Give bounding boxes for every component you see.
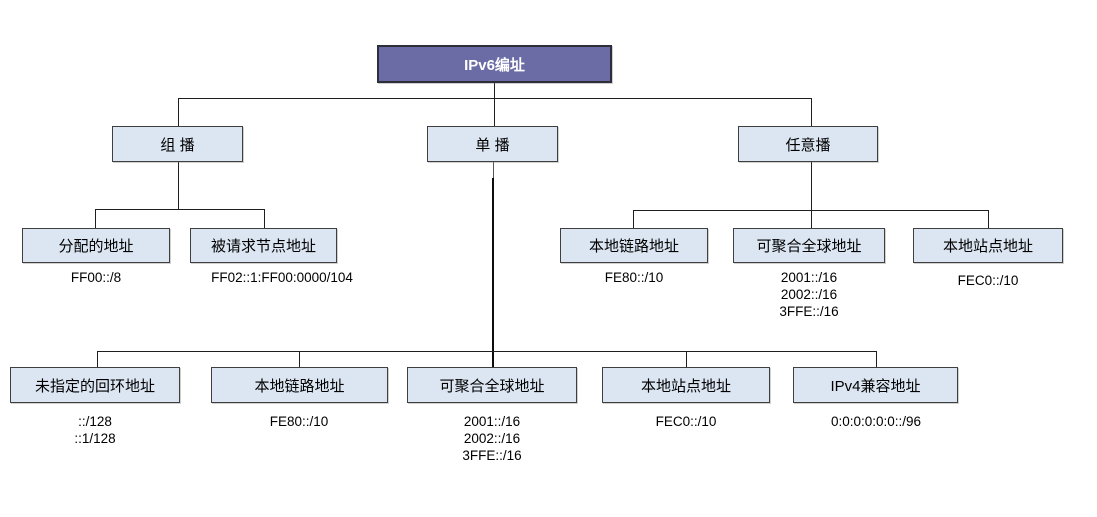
connector-assigned-drop — [95, 209, 96, 228]
connector-anycast-sitelocal-drop — [988, 210, 989, 228]
connector-ipv4compat-drop — [876, 351, 877, 367]
address-unspecified-loopback: ::/128 ::1/128 — [74, 414, 116, 446]
connector-anycast-top — [811, 98, 812, 126]
connector-anycast-global-drop — [811, 210, 812, 228]
connector-anycast-linklocal-drop — [633, 210, 634, 228]
address-anycast-site-local: FEC0::/10 — [957, 273, 1019, 288]
connector-unicast-linklocal-drop — [299, 351, 300, 367]
connector-unicast-top — [494, 98, 495, 126]
node-unicast-site-local: 本地站点地址 — [602, 367, 770, 403]
connector-multicast-drop — [178, 162, 179, 209]
connector-unicast-sitelocal-drop — [686, 351, 687, 367]
address-unicast-link-local: FE80::/10 — [269, 414, 329, 429]
node-unicast: 单 播 — [427, 126, 558, 162]
address-unicast-aggregatable-global: 2001::/16 2002::/16 3FFE::/16 — [462, 414, 522, 463]
node-anycast-aggregatable-global: 可聚合全球地址 — [733, 228, 885, 263]
connector-multicast-horizontal — [95, 209, 265, 210]
address-ipv4-compatible: 0:0:0:0:0:0::/96 — [830, 414, 922, 429]
node-unspecified-loopback: 未指定的回环地址 — [10, 367, 180, 403]
connector-anycast-drop — [811, 162, 812, 210]
address-assigned: FF00::/8 — [70, 270, 122, 285]
address-anycast-link-local: FE80::/10 — [604, 270, 664, 285]
node-anycast: 任意播 — [738, 126, 878, 162]
node-ipv4-compatible: IPv4兼容地址 — [793, 367, 958, 403]
connector-unspecified-drop — [97, 351, 98, 367]
connector-level1-horizontal — [178, 98, 812, 99]
connector-anycast-horizontal — [633, 210, 988, 211]
connector-unicast-trunk-thin — [493, 162, 494, 178]
node-ipv6-addressing-root: IPv6编址 — [377, 45, 612, 83]
connector-root-drop — [494, 83, 495, 98]
node-multicast: 组 播 — [112, 126, 243, 162]
node-anycast-site-local: 本地站点地址 — [913, 228, 1063, 263]
connector-unicast-horizontal — [97, 351, 876, 352]
connector-multicast-top — [178, 98, 179, 126]
address-solicited-node: FF02::1:FF00:0000/104 — [211, 270, 353, 285]
node-assigned-address: 分配的地址 — [22, 228, 170, 263]
address-anycast-aggregatable-global: 2001::/16 2002::/16 3FFE::/16 — [779, 270, 839, 319]
node-solicited-node-address: 被请求节点地址 — [190, 228, 337, 263]
connector-unicast-trunk — [492, 178, 494, 367]
node-anycast-link-local: 本地链路地址 — [560, 228, 708, 263]
node-unicast-aggregatable-global: 可聚合全球地址 — [407, 367, 577, 403]
connector-solicited-drop — [264, 209, 265, 228]
address-unicast-site-local: FEC0::/10 — [655, 414, 717, 429]
node-unicast-link-local: 本地链路地址 — [211, 367, 388, 403]
